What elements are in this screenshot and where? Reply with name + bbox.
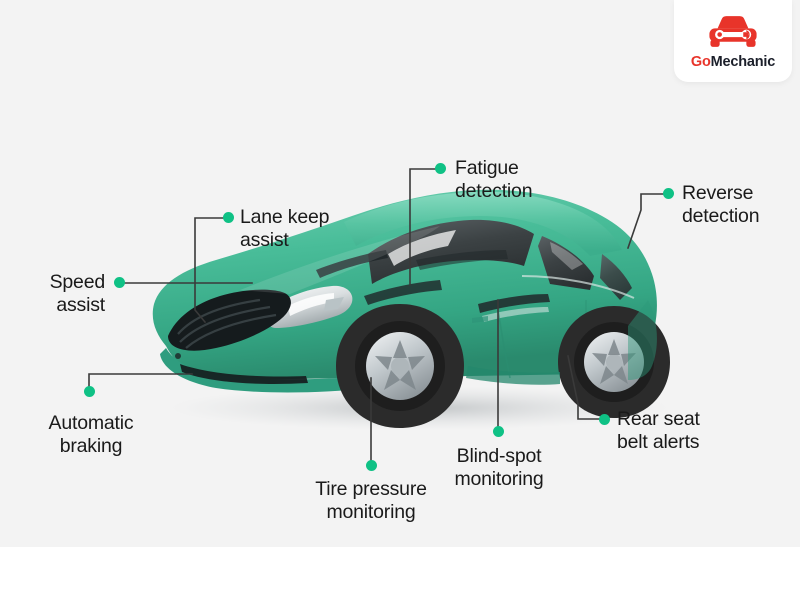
callout-label-speed-assist: Speed assist [49, 271, 106, 316]
callout-label-tire-pressure-monitoring: Tire pressure monitoring [315, 478, 427, 523]
callout-label-automatic-braking: Automatic braking [48, 412, 134, 457]
callout-label-rear-seat-belt-alerts: Rear seat belt alerts [617, 408, 700, 453]
callout-dot-tire-pressure-monitoring[interactable] [366, 460, 377, 471]
brand-name-mechanic: Mechanic [710, 53, 776, 70]
car-wrench-icon [702, 13, 764, 53]
callout-dot-automatic-braking[interactable] [84, 386, 95, 397]
callout-dot-rear-seat-belt-alerts[interactable] [599, 414, 610, 425]
callout-label-fatigue-detection: Fatigue detection [455, 157, 533, 202]
brand-wordmark: GoMechanic [691, 55, 775, 70]
callout-label-lane-keep-assist: Lane keep assist [240, 206, 330, 251]
brand-logo: GoMechanic [674, 0, 792, 82]
callout-dot-speed-assist[interactable] [114, 277, 125, 288]
callout-label-blind-spot-monitoring: Blind-spot monitoring [454, 445, 544, 490]
brand-name-go: Go [690, 53, 711, 70]
callout-label-reverse-detection: Reverse detection [682, 182, 760, 227]
callout-dot-lane-keep-assist[interactable] [223, 212, 234, 223]
callout-dot-blind-spot-monitoring[interactable] [493, 426, 504, 437]
callout-dot-fatigue-detection[interactable] [435, 163, 446, 174]
callout-dot-reverse-detection[interactable] [663, 188, 674, 199]
